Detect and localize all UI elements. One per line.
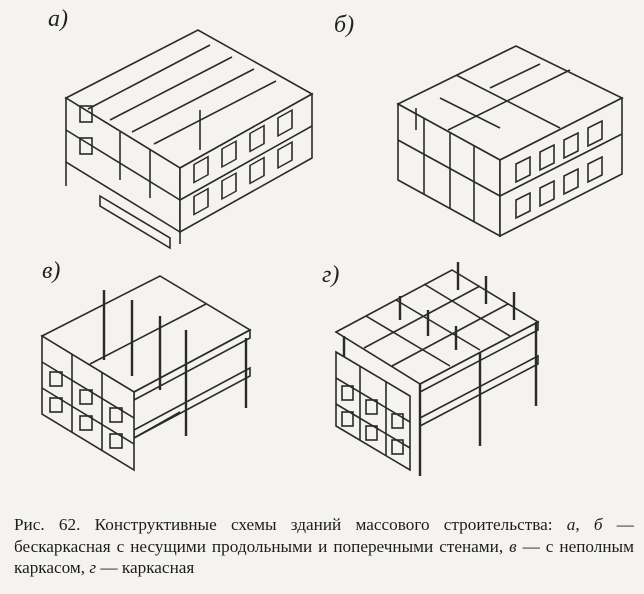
panel-b-label: б) [334,12,355,38]
caption-sep: , [575,515,594,534]
panel-a-label: а) [48,6,68,32]
caption-prefix: Рис. 62. Конструктивные схемы зданий мас… [14,515,553,534]
caption-letter-b: б [593,515,603,534]
panel-g-drawing [334,262,540,476]
caption-letter-g: г [89,558,97,577]
caption-text-frameless: — бескаркасная с несущими продольными и … [14,515,634,556]
panel-a-drawing [64,29,314,250]
construction-schemes-figure [40,29,624,476]
caption-letter-a: а [566,515,576,534]
caption-text-partial-frame: — с неполным каркасом, [14,536,634,578]
panel-g-label: г) [322,262,340,288]
figure-caption: Рис. 62. Конструктивные схемы зданий мас… [14,514,634,579]
panel-v-drawing [40,275,252,472]
panel-b-drawing [396,45,624,238]
caption-letter-v: в [509,536,517,556]
panel-v-label: в) [42,258,61,284]
caption-text-frame: — каркасная [96,558,195,577]
